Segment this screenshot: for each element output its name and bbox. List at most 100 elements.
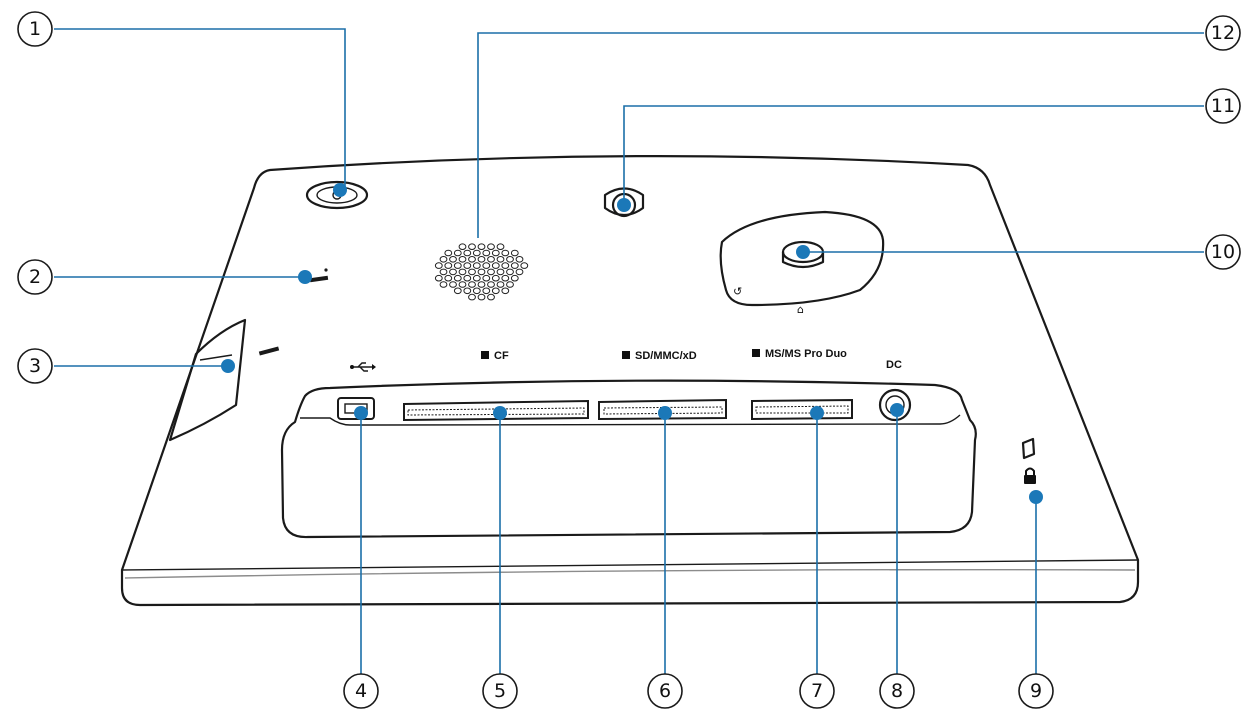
speaker-hole <box>491 249 500 257</box>
callout-4: 4 <box>343 673 379 709</box>
speaker-hole <box>487 293 495 301</box>
svg-text:5: 5 <box>494 680 506 702</box>
speaker-hole <box>458 256 467 263</box>
callout-2: 2 <box>17 259 53 295</box>
speaker-hole <box>496 243 505 250</box>
speaker-hole <box>472 262 481 269</box>
speaker-hole <box>468 243 476 250</box>
speaker-hole <box>482 262 491 269</box>
home-icon: ⌂ <box>797 303 804 316</box>
speaker-hole <box>506 256 514 263</box>
memory-card-icon <box>622 351 630 359</box>
device-body <box>120 155 1140 607</box>
speaker-hole <box>501 262 510 269</box>
callout-10: 10 <box>1205 234 1241 270</box>
speaker-hole <box>463 287 472 295</box>
svg-text:4: 4 <box>355 680 367 702</box>
speaker-hole <box>477 293 486 301</box>
callouts: 1 2 3 4 5 6 7 8 <box>17 11 1241 709</box>
speaker-hole <box>491 262 500 269</box>
leader-dots <box>221 183 1043 504</box>
svg-text:11: 11 <box>1211 95 1235 117</box>
speaker-hole <box>487 281 495 288</box>
callout-9: 9 <box>1018 673 1054 709</box>
speaker-hole <box>463 262 472 269</box>
svg-text:6: 6 <box>659 680 671 702</box>
ms-card-slot: MS/MS Pro Duo <box>751 348 853 421</box>
cf-label: CF <box>494 350 509 362</box>
speaker-grille <box>434 243 529 301</box>
leader-lines <box>54 28 1204 690</box>
callout-7: 7 <box>799 673 835 709</box>
memory-card-icon <box>481 351 489 359</box>
callout-5: 5 <box>482 673 518 709</box>
callout-11: 11 <box>1205 88 1241 124</box>
svg-text:9: 9 <box>1030 680 1042 702</box>
speaker-hole <box>477 281 486 288</box>
speaker-hole <box>496 256 505 263</box>
speaker-hole <box>463 249 472 257</box>
svg-text:8: 8 <box>891 680 903 702</box>
side-slot-flap <box>168 318 247 442</box>
speaker-hole <box>458 268 467 276</box>
speaker-hole <box>472 249 481 257</box>
svg-text:1: 1 <box>29 18 41 40</box>
speaker-hole <box>453 287 462 295</box>
svg-text:2: 2 <box>29 266 41 288</box>
memory-card-icon <box>752 349 760 357</box>
speaker-hole <box>496 281 505 288</box>
sd-label: SD/MMC/xD <box>635 350 697 362</box>
speaker-hole <box>491 287 500 295</box>
port-panel <box>280 379 977 539</box>
speaker-hole <box>434 262 443 269</box>
speaker-hole <box>463 274 472 282</box>
speaker-hole <box>477 243 486 250</box>
speaker-hole <box>477 268 486 276</box>
rotate-icon: ↺ <box>733 285 742 298</box>
speaker-hole <box>453 274 462 282</box>
speaker-hole <box>472 287 481 295</box>
callout-8: 8 <box>879 673 915 709</box>
speaker-hole <box>482 249 491 257</box>
stand-rotation-disk: ↺ ⌂ <box>719 210 885 316</box>
dc-power-jack: DC <box>878 359 912 422</box>
speaker-hole <box>468 281 476 288</box>
speaker-hole <box>444 262 453 269</box>
speaker-hole <box>458 281 467 288</box>
speaker-hole <box>487 268 495 276</box>
speaker-hole <box>482 287 491 295</box>
speaker-hole <box>482 274 491 282</box>
speaker-hole <box>444 274 453 282</box>
reset-hole <box>309 268 329 283</box>
speaker-hole <box>510 262 519 269</box>
speaker-hole <box>439 281 448 288</box>
speaker-hole <box>510 249 519 257</box>
speaker-hole <box>458 243 467 250</box>
speaker-hole <box>453 262 462 269</box>
speaker-hole <box>520 262 529 269</box>
svg-text:3: 3 <box>29 355 41 377</box>
svg-text:12: 12 <box>1211 22 1235 44</box>
speaker-hole <box>453 249 462 257</box>
speaker-hole <box>468 256 476 263</box>
callout-6: 6 <box>647 673 683 709</box>
speaker-hole <box>439 256 448 263</box>
speaker-hole <box>472 274 481 282</box>
callout-3: 3 <box>17 348 53 384</box>
speaker-hole <box>477 256 486 263</box>
speaker-hole <box>501 274 510 282</box>
speaker-hole <box>449 256 457 263</box>
svg-text:7: 7 <box>811 680 823 702</box>
speaker-hole <box>468 268 476 276</box>
svg-text:10: 10 <box>1211 241 1235 263</box>
speaker-hole <box>506 268 514 276</box>
speaker-hole <box>468 293 476 301</box>
speaker-hole <box>487 243 495 250</box>
lock-icon <box>1024 467 1036 484</box>
speaker-hole <box>501 287 510 295</box>
speaker-hole <box>515 256 524 263</box>
speaker-hole <box>444 249 453 257</box>
security-lock-slot <box>1021 437 1036 484</box>
usb-icon <box>350 362 376 372</box>
